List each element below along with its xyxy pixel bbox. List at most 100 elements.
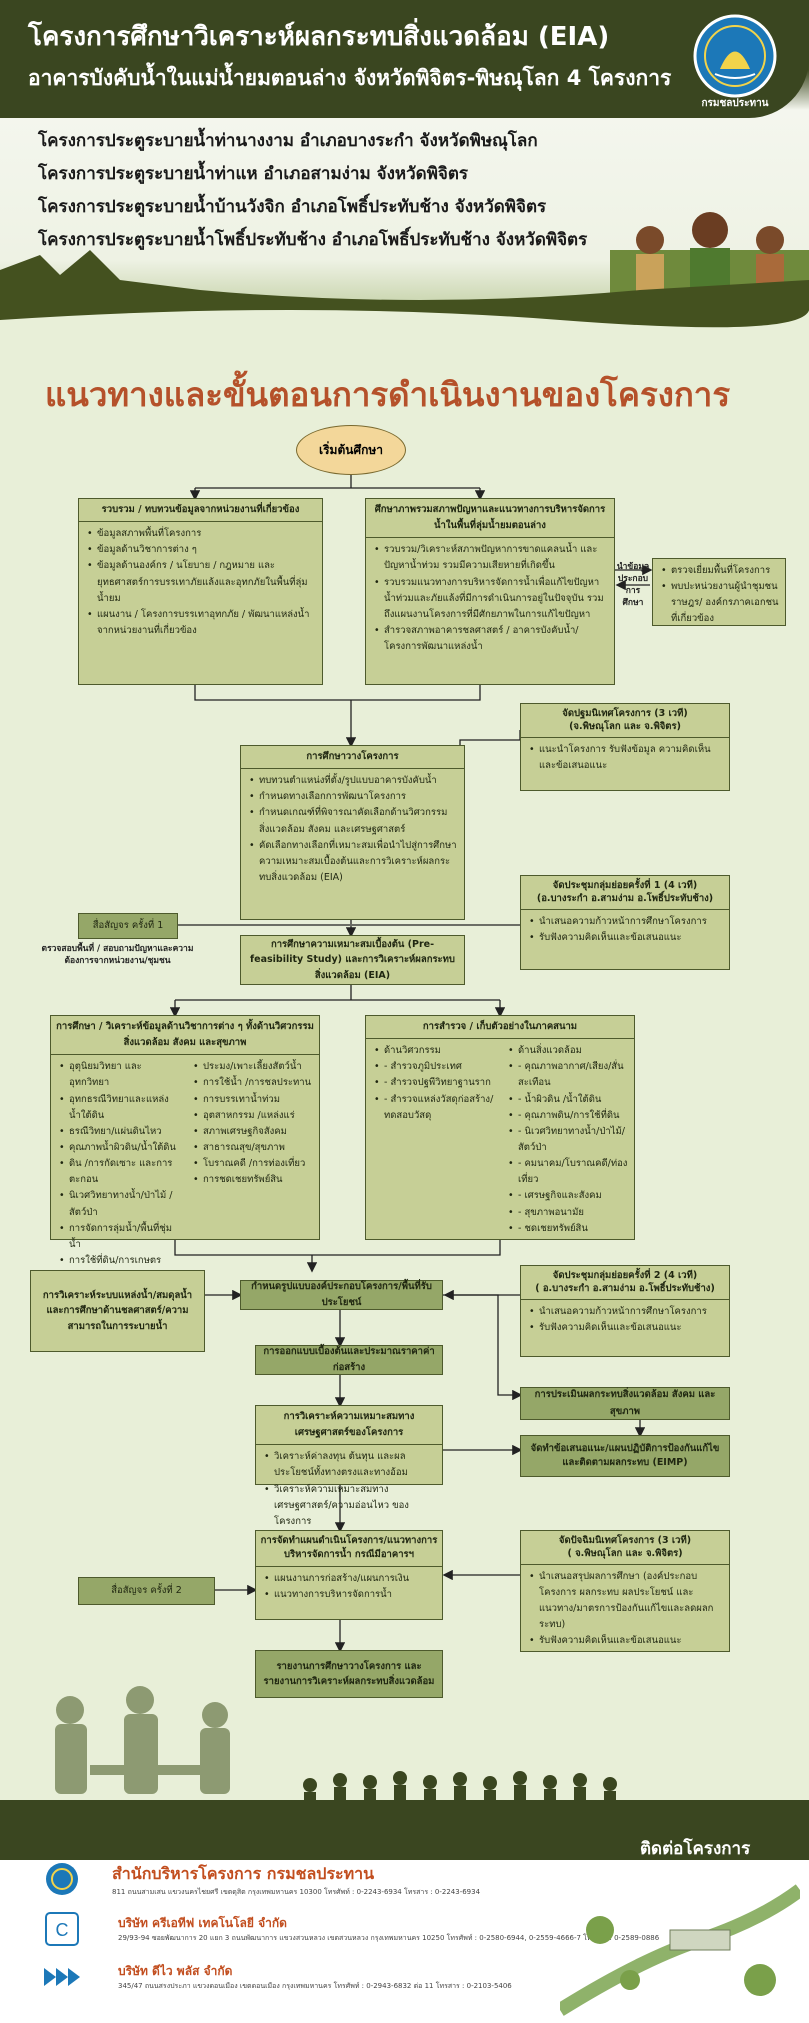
survey-subitem: - คุณภาพอากาศ/เสียง/สั่นสะเทือน [508, 1059, 628, 1091]
analysis-item: โบราณคดี /การท่องเที่ยว [193, 1156, 313, 1172]
media2-box: สื่อสัญจร ครั้งที่ 2 [78, 1577, 215, 1605]
header-band [0, 0, 809, 118]
meeting1-item: นำเสนอความก้าวหน้าการศึกษาโครงการ [529, 914, 723, 930]
meeting2-title: จัดประชุมกลุ่มย่อยครั้งที่ 2 (4 เวที)( อ… [521, 1266, 729, 1300]
analysis-item: ดิน /การกัดเซาะ และการตะกอน [59, 1156, 179, 1188]
survey-box: การสำรวจ / เก็บตัวอย่างในภาคสนาม ด้านวิศ… [365, 1015, 635, 1240]
contact-label: ติดต่อโครงการ [640, 1839, 751, 1859]
header-title-1: โครงการศึกษาวิเคราะห์ผลกระทบสิ่งแวดล้อม … [28, 22, 610, 52]
orientation-title: จัดปฐมนิเทศโครงการ (3 เวที) (จ.พิษณุโลก แ… [521, 704, 729, 738]
org-creative-address: 29/93-94 ซอยพัฒนาการ 20 แยก 3 ถนนพัฒนากา… [118, 1934, 660, 1942]
collect-item: ข้อมูลด้านองค์กร / นโยบาย / กฎหมาย และยุ… [87, 558, 316, 606]
closing-title-text: จัดปัจฉิมนิเทศโครงการ (3 เวที) [558, 1535, 692, 1546]
meeting2-item: รับฟังความคิดเห็นและข้อเสนอแนะ [529, 1320, 723, 1336]
analysis-item: อุตสาหกรรม /แหล่งแร่ [193, 1108, 313, 1124]
analysis-item: คุณภาพน้ำผิวดิน/น้ำใต้ดิน [59, 1140, 179, 1156]
survey-subitem: - สำรวจแหล่งวัสดุก่อสร้าง/ทดสอบวัสดุ [374, 1092, 494, 1124]
survey-subitem: - ชดเชยทรัพย์สิน [508, 1221, 628, 1237]
dewa-plus-logo [44, 1968, 80, 1986]
orientation-box: จัดปฐมนิเทศโครงการ (3 เวที) (จ.พิษณุโลก แ… [520, 703, 730, 791]
survey-title: การสำรวจ / เก็บตัวอย่างในภาคสนาม [366, 1016, 634, 1040]
plan-box: การจัดทำแผนดำเนินโครงการ/แนวทางการบริหาร… [255, 1530, 443, 1620]
org-dewa: บริษัท ดีไว พลัส จำกัด 345/47 ถนนสรงประภ… [118, 1962, 512, 1992]
analysis-item: อุทกธรณีวิทยาและแหล่งน้ำใต้ดิน [59, 1092, 179, 1124]
footer-band [0, 1830, 809, 1860]
water-system-box: การวิเคราะห์ระบบแหล่งน้ำ/สมดุลน้ำและการศ… [30, 1270, 205, 1352]
section-title: แนวทางและขั้นตอนการดำเนินงานของโครงการ [45, 375, 731, 414]
survey-subitem: - นิเวศวิทยาทางน้ำ/ป่าไม้/สัตว์ป่า [508, 1124, 628, 1156]
meeting1-title-text: จัดประชุมกลุ่มย่อยครั้งที่ 1 (4 เวที) [552, 880, 698, 891]
study-issues-box: ศึกษาภาพรวมสภาพปัญหาและแนวทางการบริหารจั… [365, 498, 615, 685]
analysis-item: การชดเชยทรัพย์สิน [193, 1172, 313, 1188]
org-creative: บริษัท ครีเอทีฟ เทคโนโลยี จำกัด 29/93-94… [118, 1914, 659, 1944]
survey-subitem: - เศรษฐกิจและสังคม [508, 1188, 628, 1204]
creative-tech-logo: C [45, 1912, 79, 1946]
collect-item: แผนงาน / โครงการบรรเทาอุทกภัย / พัฒนาแหล… [87, 607, 316, 639]
analysis-item: การบรรเทาน้ำท่วม [193, 1092, 313, 1108]
project-1: โครงการประตูระบายน้ำท่านางงาม อำเภอบางระ… [38, 131, 538, 151]
collect-title: รวบรวม / ทบทวนข้อมูลจากหน่วยงานที่เกี่ยว… [79, 499, 322, 523]
org-creative-name: บริษัท ครีเอทีฟ เทคโนโลยี จำกัด [118, 1916, 287, 1930]
rid-small-logo [46, 1863, 78, 1895]
header: โครงการศึกษาวิเคราะห์ผลกระทบสิ่งแวดล้อม … [0, 0, 809, 340]
survey-subitem-text: - สำรวจปฐพีวิทยาฐานราก [384, 1077, 491, 1089]
survey-subitem: - สุขภาพอนามัย [508, 1205, 628, 1221]
orientation-subtitle: (จ.พิษณุโลก และ จ.พิจิตร) [569, 721, 681, 733]
org-rid-name: สำนักบริหารโครงการ กรมชลประทาน [112, 1864, 375, 1883]
impact-assess-box: การประเมินผลกระทบสิ่งแวดล้อม สังคม และสุ… [520, 1387, 730, 1420]
verify-item: พบปะหน่วยงานผู้นำชุมชน ราษฎร/ องค์กรภาคเ… [661, 579, 779, 627]
verify-box: ตรวจเยี่ยมพื้นที่โครงการ พบปะหน่วยงานผู้… [652, 558, 786, 626]
meeting1-subtitle: (อ.บางระกำ อ.สามง่าม อ.โพธิ์ประทับช้าง) [536, 893, 714, 905]
analysis-item: ธรณีวิทยา/แผ่นดินไหว [59, 1124, 179, 1140]
closing-subtitle: ( จ.พิษณุโลก และ จ.พิจิตร) [567, 1548, 683, 1560]
study-issues-title: ศึกษาภาพรวมสภาพปัญหาและแนวทางการบริหารจั… [366, 499, 614, 539]
prefeas-box: การศึกษาความเหมาะสมเบื้องต้น (Pre-feasib… [240, 935, 465, 985]
study-issues-item: รวบรวม/วิเคราะห์สภาพปัญหาการขาดแคลนน้ำ แ… [374, 542, 608, 574]
svg-text:C: C [56, 1920, 69, 1940]
logo-caption: กรมชลประทาน [701, 98, 769, 109]
survey-subitem-text: - สำรวจภูมิประเทศ [384, 1061, 462, 1073]
org-rid: สำนักบริหารโครงการ กรมชลประทาน 811 ถนนสา… [112, 1862, 480, 1898]
analysis-item: นิเวศวิทยาทางน้ำ/ป่าไม้ /สัตว์ป่า [59, 1188, 179, 1220]
start-node: เริ่มต้นศึกษา [296, 425, 406, 475]
analysis-item: อุตุนิยมวิทยา และอุทกวิทยา [59, 1059, 179, 1091]
plan-title: การจัดทำแผนดำเนินโครงการ/แนวทางการบริหาร… [256, 1531, 442, 1567]
meeting2-box: จัดประชุมกลุ่มย่อยครั้งที่ 2 (4 เวที)( อ… [520, 1265, 730, 1357]
plan-item: แนวทางการบริหารจัดการน้ำ [264, 1587, 436, 1603]
overview-item: คัดเลือกทางเลือกที่เหมาะสมเพื่อนำไปสู่กา… [249, 838, 458, 886]
meeting1-title: จัดประชุมกลุ่มย่อยครั้งที่ 1 (4 เวที) (อ.… [521, 876, 729, 910]
closing-item: นำเสนอสรุปผลการศึกษา (องค์ประกอบโครงการ … [529, 1569, 723, 1634]
project-4: โครงการประตูระบายน้ำโพธิ์ประทับช้าง อำเภ… [38, 230, 588, 250]
analysis-item: สภาพเศรษฐกิจสังคม [193, 1124, 313, 1140]
analysis-item: ประมง/เพาะเลี้ยงสัตว์น้ำ [193, 1059, 313, 1075]
study-issues-item: สำรวจสภาพอาคารชลศาสตร์ / อาคารบังคับน้ำ/… [374, 623, 608, 655]
analysis-item: การใช้ที่ดิน/การเกษตร [59, 1253, 179, 1269]
survey-subitem: - สำรวจปฐพีวิทยาฐานราก [374, 1075, 494, 1091]
design-box: การออกแบบเบื้องต้นและประมาณราคาค่าก่อสร้… [255, 1345, 443, 1375]
survey-subitem: - คุณภาพดิน/การใช้ที่ดิน [508, 1108, 628, 1124]
econ-title: การวิเคราะห์ความเหมาะสมทางเศรษฐศาสตร์ของ… [256, 1406, 442, 1446]
overview-title: การศึกษาวางโครงการ [241, 746, 464, 770]
collect-item: ข้อมูลสภาพพื้นที่โครงการ [87, 526, 316, 542]
layout-box: กำหนดรูปแบบองค์ประกอบโครงการ/พื้นที่รับป… [240, 1280, 443, 1310]
rid-logo [693, 14, 777, 98]
report-box: รายงานการศึกษาวางโครงการ และรายงานการวิเ… [255, 1650, 443, 1698]
dam-illustration [560, 1884, 800, 2016]
econ-box: การวิเคราะห์ความเหมาะสมทางเศรษฐศาสตร์ของ… [255, 1405, 443, 1527]
org-rid-address: 811 ถนนสามเสน แขวงนครไชยศรี เขตดุสิต กรุ… [112, 1888, 481, 1896]
study-issues-item: รวบรวมแนวทางการบริหารจัดการน้ำเพื่อแก้ไข… [374, 575, 608, 623]
meeting1-box: จัดประชุมกลุ่มย่อยครั้งที่ 1 (4 เวที) (อ.… [520, 875, 730, 970]
meeting2-subtitle: ( อ.บางระกำ อ.สามง่าม อ.โพธิ์ประทับช้าง) [535, 1283, 715, 1295]
orientation-title-text: จัดปฐมนิเทศโครงการ (3 เวที) [562, 708, 688, 719]
flow-connectors [160, 475, 653, 1653]
survey-subitem: - สำรวจภูมิประเทศ [374, 1059, 494, 1075]
closing-item: รับฟังความคิดเห็นและข้อเสนอแนะ [529, 1633, 723, 1649]
survey-subitem-text: - สำรวจแหล่งวัสดุก่อสร้าง/ทดสอบวัสดุ [384, 1093, 494, 1121]
media1-box: สื่อสัญจร ครั้งที่ 1 [78, 913, 178, 939]
meeting1-item: รับฟังความคิดเห็นและข้อเสนอแนะ [529, 930, 723, 946]
org-dewa-name: บริษัท ดีไว พลัส จำกัด [118, 1964, 233, 1978]
overview-item: กำหนดเกณฑ์ที่พิจารณาคัดเลือกด้านวิศวกรรม… [249, 805, 458, 837]
people-silhouette [0, 1686, 809, 1835]
analysis-title: การศึกษา / วิเคราะห์ข้อมูลด้านวิชาการต่า… [51, 1016, 319, 1056]
survey-subitem: - น้ำผิวดิน /น้ำใต้ดิน [508, 1092, 628, 1108]
